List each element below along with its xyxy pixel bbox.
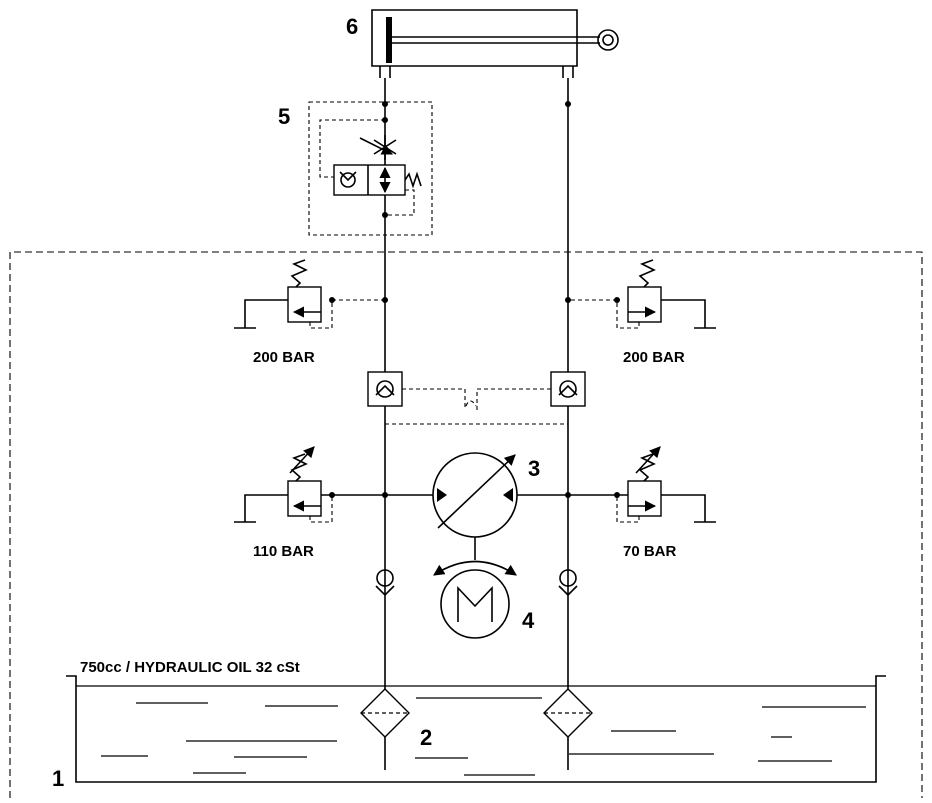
relief-valve-bottom-left xyxy=(234,446,385,523)
label-110bar: 110 BAR xyxy=(253,543,314,560)
relief-valve-top-right xyxy=(568,259,716,329)
filters xyxy=(360,688,593,738)
relief-valve-top-left xyxy=(234,259,385,329)
cylinder xyxy=(371,9,619,78)
counterbalance-valve xyxy=(308,101,433,236)
number-4: 4 xyxy=(522,608,535,633)
label-reservoir: 750cc / HYDRAULIC OIL 32 cSt xyxy=(80,659,300,676)
pilot-check-valves xyxy=(367,371,586,425)
variable-pump xyxy=(385,452,568,560)
relief-valve-bottom-right xyxy=(568,446,716,523)
electric-motor xyxy=(433,560,517,639)
junction-dots xyxy=(329,101,620,498)
number-2: 2 xyxy=(420,725,432,750)
power-unit-boundary xyxy=(9,251,923,798)
number-5: 5 xyxy=(278,104,290,129)
number-6: 6 xyxy=(346,14,358,39)
label-200bar-right: 200 BAR xyxy=(623,349,685,366)
number-1: 1 xyxy=(52,766,64,791)
number-3: 3 xyxy=(528,456,540,481)
reservoir xyxy=(66,675,886,783)
label-70bar: 70 BAR xyxy=(623,543,677,560)
label-200bar-left: 200 BAR xyxy=(253,349,315,366)
suction-check-valves xyxy=(375,569,578,597)
